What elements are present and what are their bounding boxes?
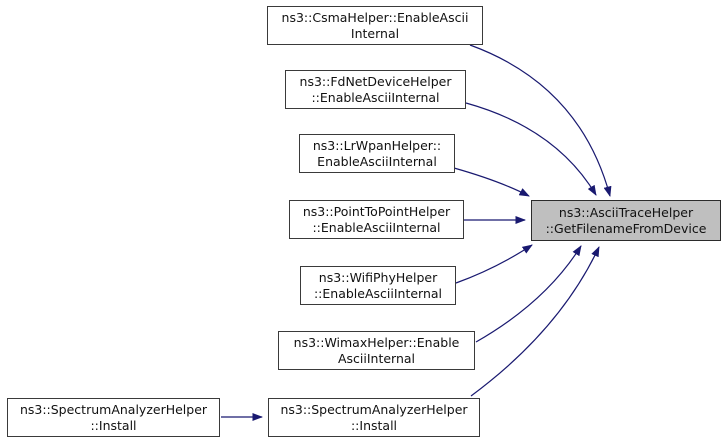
node-label-line1: ns3::WifiPhyHelper (318, 269, 438, 285)
node-lrwpan-enable-ascii-internal[interactable]: ns3::LrWpanHelper:: EnableAsciiInternal (299, 134, 455, 173)
node-label-line2: Internal (350, 25, 400, 41)
node-label-line2: ::Install (90, 417, 137, 433)
node-spectrumanalyzer-install[interactable]: ns3::SpectrumAnalyzerHelper ::Install (268, 398, 480, 437)
node-csma-enable-ascii-internal[interactable]: ns3::CsmaHelper::EnableAscii Internal (267, 6, 483, 45)
edge-lrwpan-to-target (453, 167, 530, 197)
node-label-line2: EnableAsciiInternal (317, 153, 437, 169)
node-pointtopoint-enable-ascii-internal[interactable]: ns3::PointToPointHelper ::EnableAsciiInt… (289, 200, 464, 239)
edge-spectrum-to-target (470, 246, 600, 397)
node-asciitracehelper-getfilenamefromdevice-current: ns3::AsciiTraceHelper ::GetFilenameFromD… (531, 200, 721, 241)
node-label-line1: ns3::CsmaHelper::EnableAscii (281, 9, 469, 25)
node-label-line1: ns3::LrWpanHelper:: (312, 137, 442, 153)
edge-wimax-to-target (475, 245, 582, 343)
node-label-line1: ns3::SpectrumAnalyzerHelper (280, 401, 468, 417)
node-label-line1: ns3::WimaxHelper::Enable (293, 334, 460, 350)
node-fdnetdevice-enable-ascii-internal[interactable]: ns3::FdNetDeviceHelper ::EnableAsciiInte… (285, 70, 466, 109)
node-wimax-enable-ascii-internal[interactable]: ns3::WimaxHelper::Enable AsciiInternal (278, 331, 475, 370)
node-label-line2: ::Install (350, 417, 398, 433)
node-label-line1: ns3::AsciiTraceHelper (558, 204, 694, 220)
node-spectrumanalyzer-install-caller[interactable]: ns3::SpectrumAnalyzerHelper ::Install (7, 398, 220, 437)
node-label-line2: ::GetFilenameFromDevice (545, 220, 707, 236)
node-label-line1: ns3::SpectrumAnalyzerHelper (19, 401, 208, 417)
node-label-line1: ns3::PointToPointHelper (302, 203, 451, 219)
edge-wifi-to-target (455, 244, 533, 284)
node-label-line2: AsciiInternal (337, 350, 416, 366)
node-wifiphy-enable-ascii-internal[interactable]: ns3::WifiPhyHelper ::EnableAsciiInternal (300, 266, 456, 305)
edge-csma-to-target (469, 44, 612, 197)
node-label-line2: ::EnableAsciiInternal (311, 89, 440, 105)
node-label-line2: ::EnableAsciiInternal (313, 285, 443, 301)
node-label-line1: ns3::FdNetDeviceHelper (299, 73, 452, 89)
node-label-line2: ::EnableAsciiInternal (312, 219, 441, 235)
edge-fdnet-to-target (465, 102, 597, 196)
